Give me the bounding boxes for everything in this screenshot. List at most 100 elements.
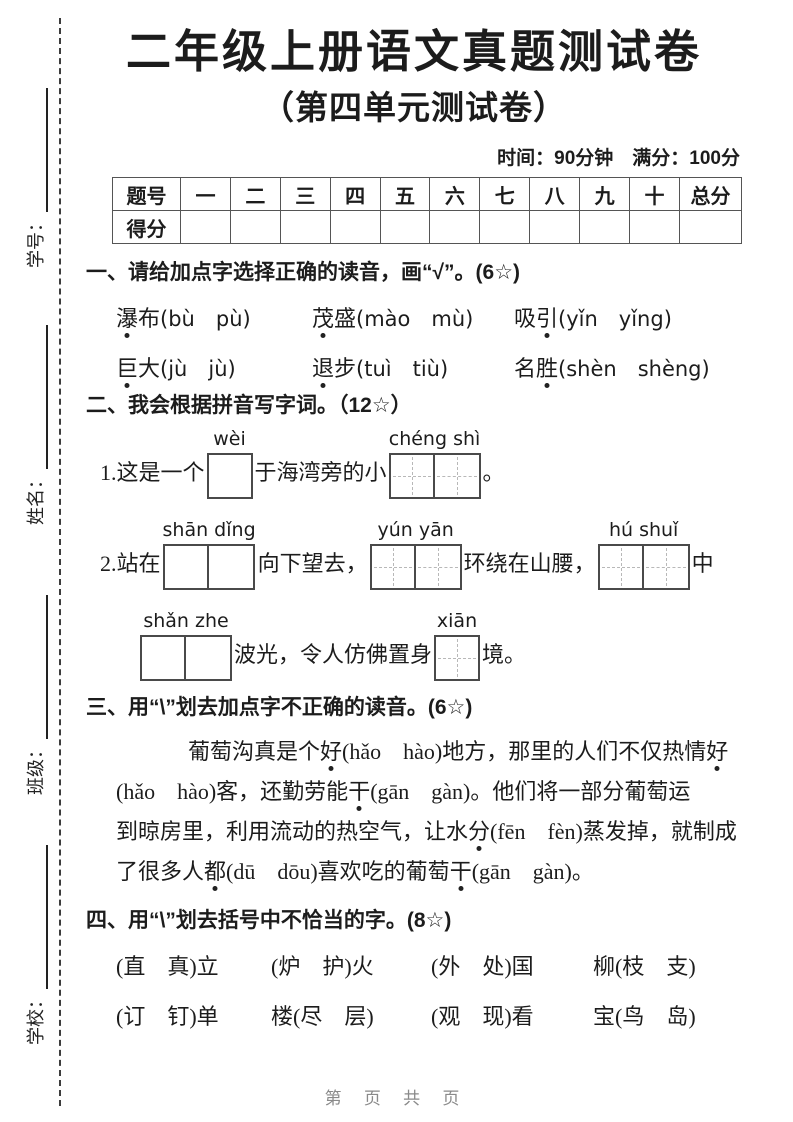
q1-item: 名胜(shèn shèng) — [514, 351, 742, 383]
q2-text: 中 — [691, 551, 714, 576]
q1-pinyin-options: (shèn shèng) — [558, 357, 710, 381]
score-table-header-cell: 六 — [429, 177, 481, 211]
q1-pinyin-options: (tuì tiù) — [356, 357, 449, 381]
pinyin-writing-boxes: chéng shì — [388, 428, 481, 499]
writing-box-cells — [206, 453, 253, 499]
score-table-header-cell: 七 — [479, 177, 531, 211]
q1-items: 瀑布(bù pù)茂盛(mào mù)吸引(yǐn yǐng)巨大(jù jù)… — [86, 301, 742, 383]
q1-item: 巨大(jù jù) — [116, 351, 312, 383]
score-table-header-cell: 五 — [379, 177, 431, 211]
time-score-info: 时间：90分钟 满分：100分 — [497, 148, 740, 169]
writing-box[interactable] — [206, 453, 253, 499]
score-table-header-cell: 四 — [329, 177, 381, 211]
q3-text: (gān gàn)。 — [471, 859, 594, 884]
q1-item: 瀑布(bù pù) — [116, 301, 312, 333]
q1-word-char: 瀑 — [116, 306, 139, 331]
sidebar-blank-line[interactable] — [25, 325, 48, 469]
page-footer: 第 页 共 页 — [324, 1089, 469, 1108]
q3-text: 干 — [348, 779, 371, 804]
q3-text: 到晾房里，利用流动的热空气，让水 — [116, 819, 469, 844]
writing-box-cells — [140, 635, 232, 681]
q1-word-char: 盛 — [334, 306, 357, 331]
score-table-header-cell: 总分 — [679, 177, 742, 211]
q1-word-char: 步 — [334, 356, 357, 381]
sidebar-field: 学校： — [20, 845, 48, 1045]
score-cell[interactable] — [180, 210, 231, 244]
pinyin-writing-boxes: shān dǐng — [163, 519, 256, 590]
writing-box[interactable] — [597, 544, 644, 590]
q1-word-char: 布 — [138, 306, 161, 331]
q1-word-char: 名 — [514, 356, 537, 381]
writing-box[interactable] — [415, 544, 462, 590]
writing-box[interactable] — [369, 544, 416, 590]
writing-box[interactable] — [434, 453, 481, 499]
page-subtitle: （第四单元测试卷） — [261, 89, 567, 126]
q4-item: 宝(鸟 岛) — [593, 1004, 696, 1029]
q3-text: (hǎo hào)客，还勤劳能 — [116, 779, 349, 804]
writing-box-cells — [597, 544, 690, 590]
sidebar-field-label: 学号： — [26, 214, 46, 268]
q2-text: 波光，令人仿佛置身 — [234, 642, 433, 667]
q2-text: 于海湾旁的小 — [254, 460, 387, 485]
q1-word-char: 吸 — [514, 306, 537, 331]
q3-text: 分 — [468, 819, 491, 844]
writing-box[interactable] — [434, 635, 481, 681]
writing-box-cells — [388, 453, 481, 499]
q1-item: 吸引(yǐn yǐng) — [514, 301, 742, 333]
q3-line: 到晾房里，利用流动的热空气，让水分(fēn fèn)蒸发掉，就制成 — [116, 812, 742, 852]
pinyin-label: shān dǐng — [162, 519, 256, 541]
score-cell[interactable] — [279, 210, 331, 244]
pinyin-label: hú shuǐ — [608, 519, 679, 541]
sidebar-blank-line[interactable] — [25, 88, 48, 212]
q1-word-char: 大 — [138, 356, 161, 381]
writing-box[interactable] — [388, 453, 435, 499]
score-table-header-cell: 一 — [180, 177, 231, 211]
q2-title: 二、我会根据拼音写字词。（12☆） — [86, 394, 412, 417]
score-cell[interactable] — [229, 210, 281, 244]
pinyin-writing-boxes: hú shuǐ — [597, 519, 690, 590]
q1-pinyin-options: (bù pù) — [160, 307, 251, 331]
q3-text: 好 — [320, 739, 343, 764]
writing-box[interactable] — [163, 544, 210, 590]
score-table: 题号一二三四五六七八九十总分得分 — [112, 177, 742, 244]
pinyin-label: wèi — [213, 428, 246, 450]
score-cell[interactable] — [379, 210, 431, 244]
sidebar-blank-line[interactable] — [25, 845, 48, 989]
writing-box-cells — [369, 544, 462, 590]
score-cell[interactable] — [579, 210, 631, 244]
paper-content: 二年级上册语文真题测试卷 （第四单元测试卷） 时间：90分钟 满分：100分 题… — [86, 25, 742, 1031]
writing-box[interactable] — [643, 544, 690, 590]
score-cell[interactable] — [329, 210, 381, 244]
q1-item: 茂盛(mào mù) — [312, 301, 514, 333]
sidebar-field: 姓名： — [20, 325, 48, 525]
q1-word-char: 胜 — [536, 356, 559, 381]
q3-title: 三、用“\”划去加点字不正确的读音。(6☆) — [86, 696, 473, 719]
sidebar-field-label: 班级： — [26, 741, 46, 795]
seal-fold-line — [59, 18, 61, 1106]
score-cell[interactable] — [479, 210, 531, 244]
writing-box[interactable] — [209, 544, 256, 590]
q3-line: 葡萄沟真是个好(hǎo hào)地方，那里的人们不仅热情好 — [116, 732, 742, 772]
score-cell[interactable] — [679, 210, 742, 244]
pinyin-writing-boxes: wèi — [206, 428, 253, 499]
q1-word-char: 引 — [536, 306, 559, 331]
sidebar-blank-line[interactable] — [25, 595, 48, 739]
q4-item: 柳(枝 支) — [593, 954, 696, 979]
q3-text: (gān gàn)。他们将一部分葡萄运 — [370, 779, 691, 804]
writing-box[interactable] — [140, 635, 186, 681]
score-table-header-row: 题号一二三四五六七八九十总分 — [112, 177, 742, 211]
score-cell[interactable] — [429, 210, 481, 244]
pinyin-label: xiān — [436, 610, 478, 632]
q3-line: (hǎo hào)客，还勤劳能干(gān gàn)。他们将一部分葡萄运 — [116, 772, 742, 812]
q4-item: (直 真)立 — [116, 954, 219, 979]
q4-title: 四、用“\”划去括号中不恰当的字。(8☆) — [86, 909, 452, 932]
q2-text: 。 — [482, 460, 505, 485]
q1-title: 一、请给加点字选择正确的读音，画“√”。(6☆) — [86, 261, 521, 284]
score-cell[interactable] — [629, 210, 680, 244]
page-title: 二年级上册语文真题测试卷 — [125, 26, 702, 77]
q1-pinyin-options: (mào mù) — [356, 307, 474, 331]
score-cell[interactable] — [529, 210, 581, 244]
writing-box[interactable] — [186, 635, 232, 681]
